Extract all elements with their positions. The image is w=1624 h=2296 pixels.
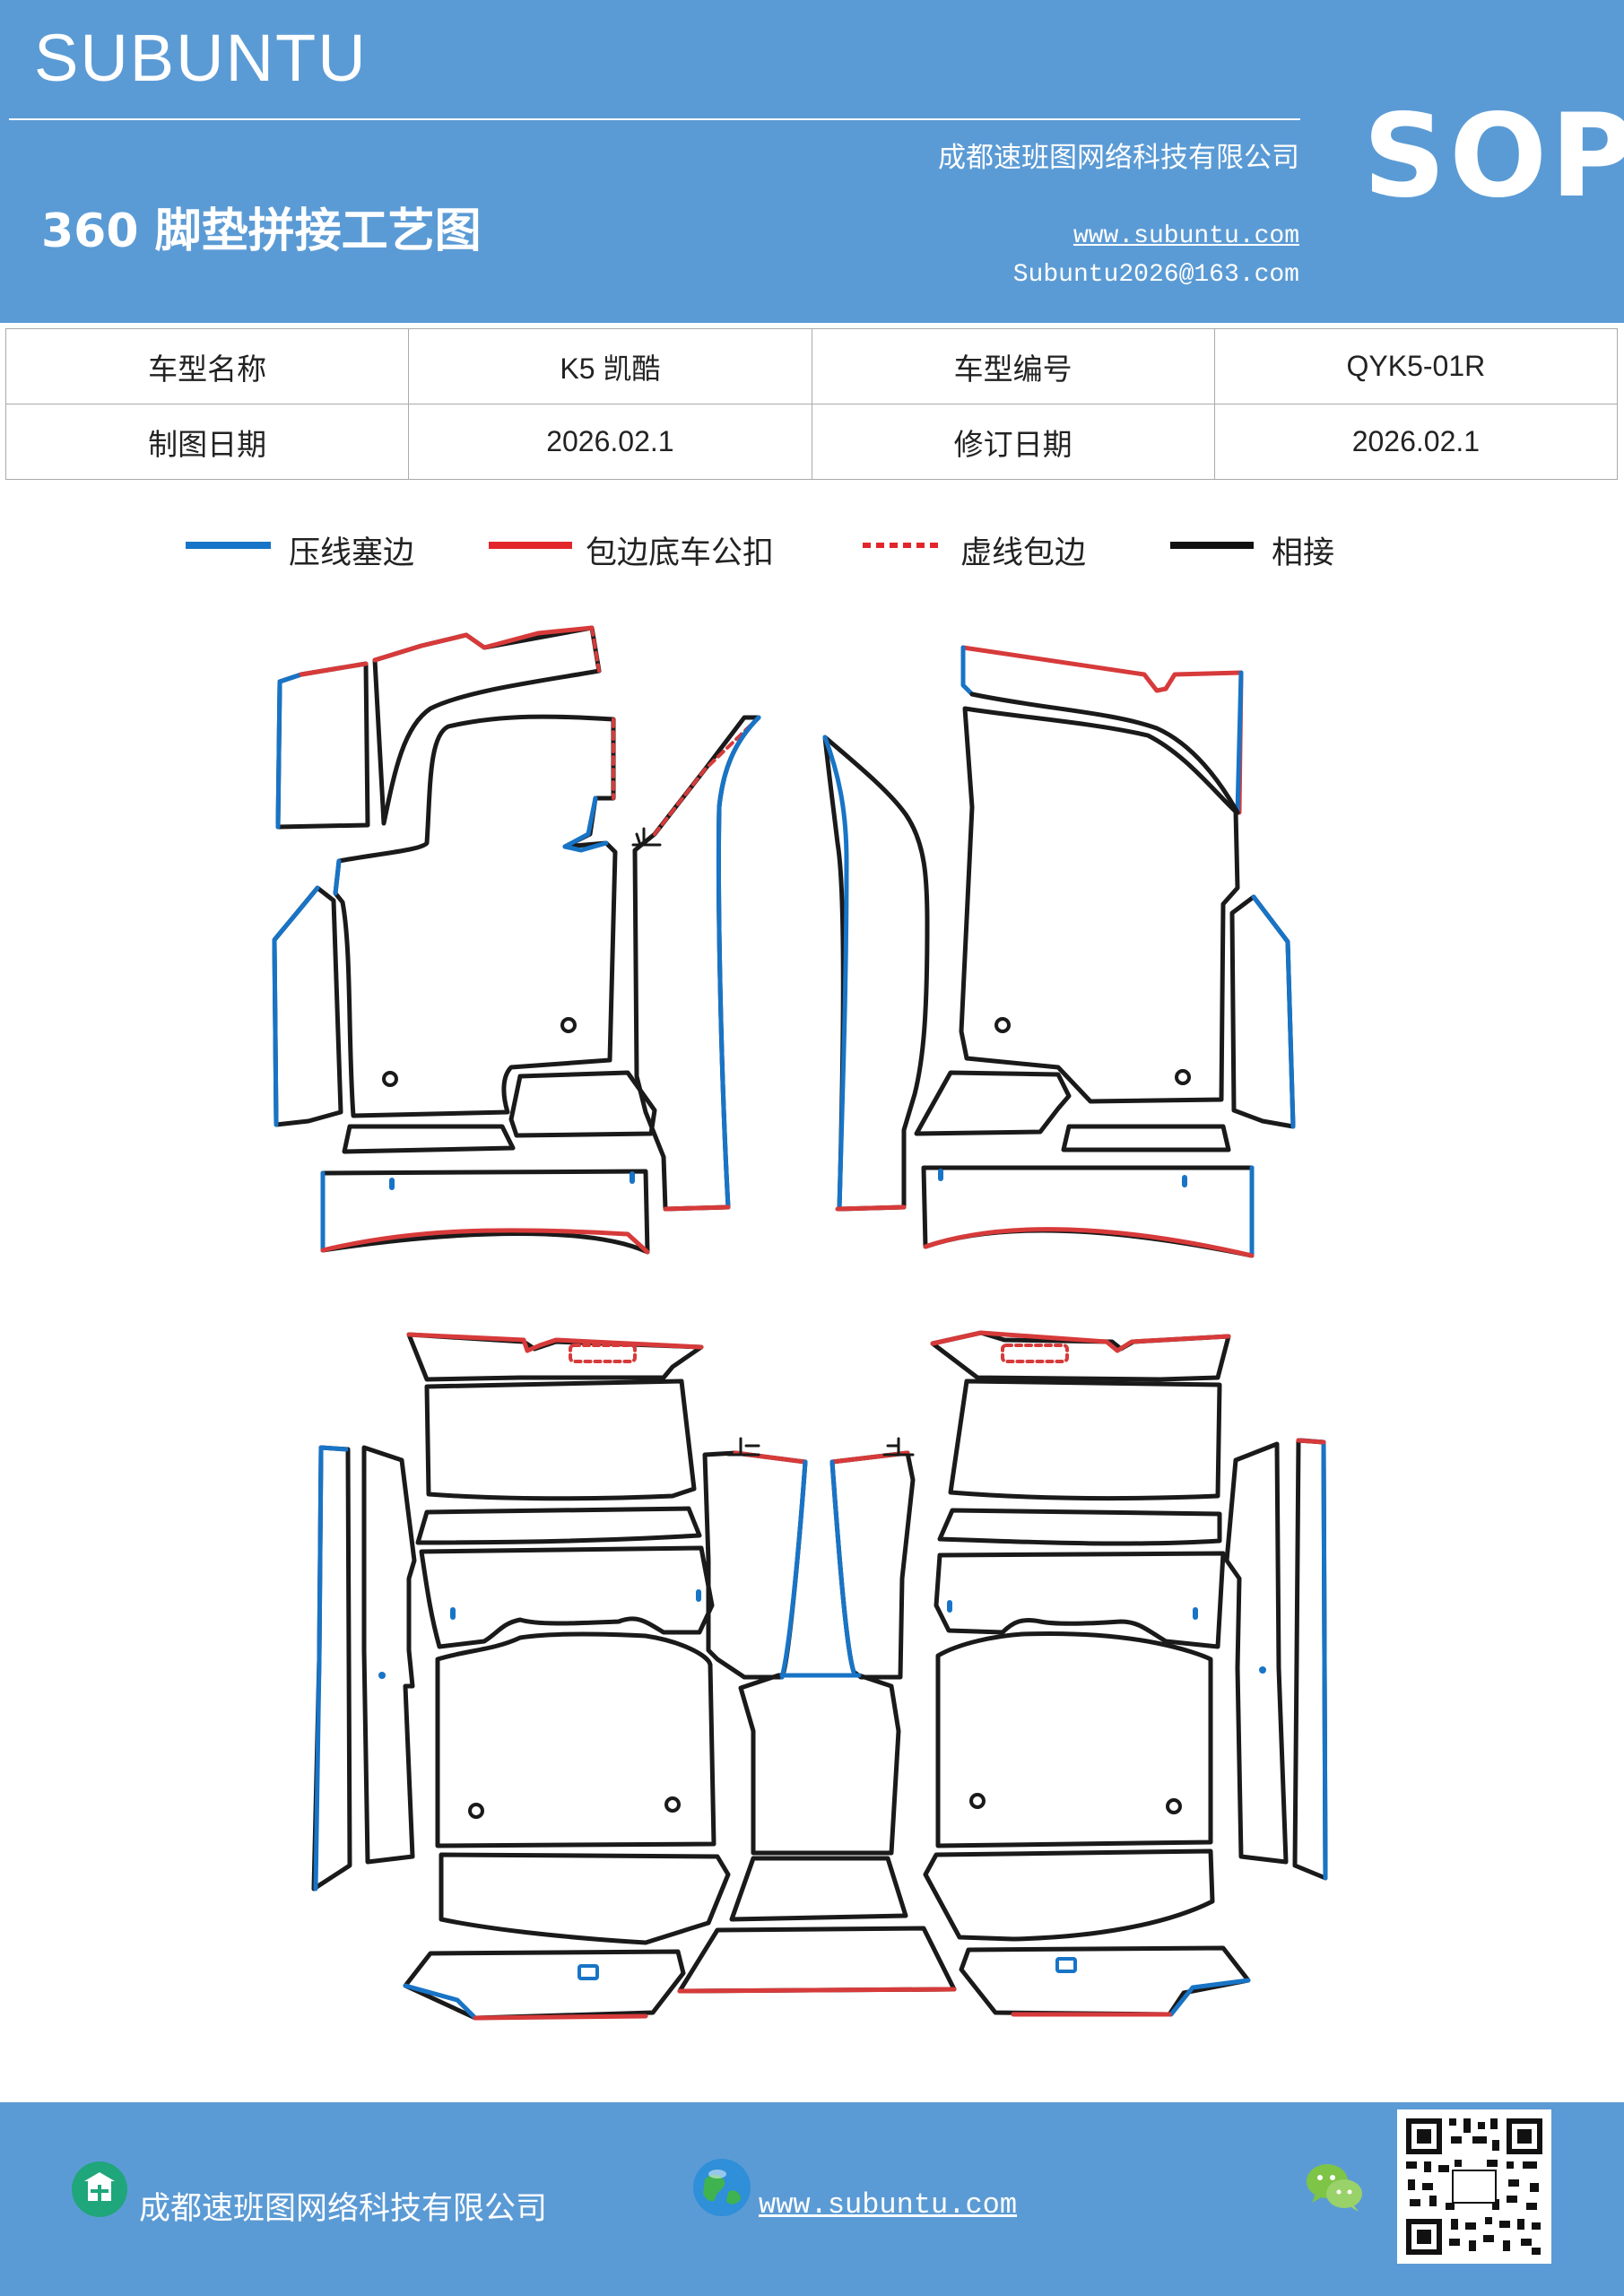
revise-date-label: 修订日期 <box>811 404 1215 480</box>
draw-date-label: 制图日期 <box>4 404 410 480</box>
front-right-mat <box>822 645 1296 1258</box>
company-name: 成都速班图网络科技有限公司 <box>938 142 1299 174</box>
legend: 压线塞边 包边底车公扣 虚线包边 相接 <box>0 522 1624 576</box>
model-name-label: 车型名称 <box>4 328 410 404</box>
model-code-value: QYK5-01R <box>1213 328 1619 404</box>
legend-swatch-black <box>1170 542 1254 549</box>
wechat-icon <box>1307 2164 1362 2212</box>
table-row: 制图日期 2026.02.1 修订日期 2026.02.1 <box>4 404 1619 480</box>
page-footer: 成都速班图网络科技有限公司 www.subuntu.com <box>0 2102 1624 2296</box>
building-icon <box>72 2161 127 2217</box>
legend-swatch-red <box>489 542 572 549</box>
website-link[interactable]: www.subuntu.com <box>1073 222 1299 250</box>
footer-company-name: 成都速班图网络科技有限公司 <box>139 2191 548 2227</box>
rear-left-mat <box>311 1332 731 2021</box>
front-left-mat <box>272 625 761 1255</box>
legend-swatch-dotted <box>863 543 943 548</box>
sop-badge: SOP <box>1363 90 1624 223</box>
floor-mat-diagram <box>272 625 1328 2021</box>
header-divider <box>9 118 1300 120</box>
model-name-value: K5 凯酷 <box>408 328 812 404</box>
model-info-table: 车型名称 K5 凯酷 车型编号 QYK5-01R 制图日期 2026.02.1 … <box>4 328 1619 480</box>
table-row: 车型名称 K5 凯酷 车型编号 QYK5-01R <box>4 328 1619 404</box>
globe-icon <box>693 2159 751 2216</box>
qr-code <box>1397 2109 1551 2264</box>
rear-center-mat <box>677 1437 957 1994</box>
draw-date-value: 2026.02.1 <box>408 404 812 480</box>
legend-label-black: 相接 <box>1272 535 1335 571</box>
rear-right-mat <box>923 1330 1328 2017</box>
model-code-label: 车型编号 <box>811 328 1215 404</box>
legend-label-dotted: 虚线包边 <box>960 535 1087 571</box>
brand-logo-text: SUBUNTU <box>34 21 368 95</box>
page-title: 360 脚垫拼接工艺图 <box>41 204 482 258</box>
email-address: Subuntu2026@163.com <box>1012 261 1299 289</box>
page-header: SUBUNTU 成都速班图网络科技有限公司 360 脚垫拼接工艺图 www.su… <box>0 0 1624 323</box>
footer-website-link[interactable]: www.subuntu.com <box>759 2188 1018 2222</box>
legend-label-blue: 压线塞边 <box>289 535 415 571</box>
legend-swatch-blue <box>186 542 271 549</box>
legend-label-red: 包边底车公扣 <box>586 535 775 571</box>
revise-date-value: 2026.02.1 <box>1213 404 1619 480</box>
